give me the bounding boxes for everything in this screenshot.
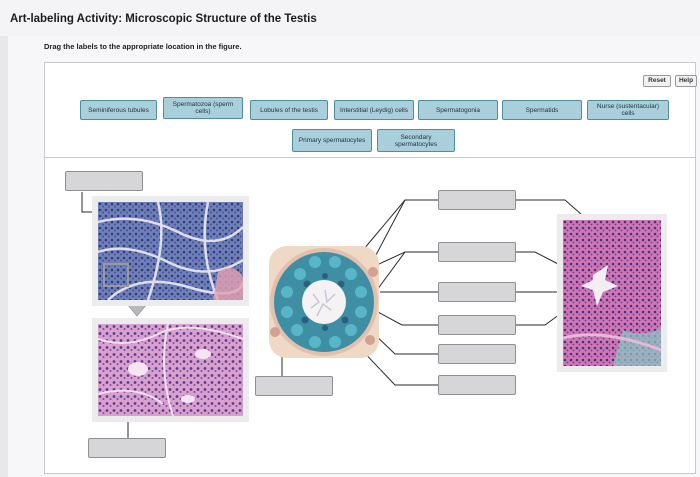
reset-button[interactable]: Reset xyxy=(643,75,671,87)
drop-target-9[interactable] xyxy=(438,375,516,395)
label-lobules-of-testis[interactable]: Lobules of the testis xyxy=(250,100,328,120)
label-interstitial-cells[interactable]: Interstitial (Leydig) cells xyxy=(334,100,414,120)
label-spermatogonia[interactable]: Spermatogonia xyxy=(418,100,498,120)
drop-target-5[interactable] xyxy=(438,242,516,262)
label-spermatozoa[interactable]: Spermatozoa (sperm cells) xyxy=(163,97,243,119)
label-secondary-spermatocytes[interactable]: Secondary spermatocytes xyxy=(377,129,455,152)
drop-target-7[interactable] xyxy=(438,315,516,335)
page-title: Art-labeling Activity: Microscopic Struc… xyxy=(10,13,317,25)
micrograph-tubule-wall xyxy=(557,214,667,372)
top-bar xyxy=(0,0,700,36)
label-primary-spermatocytes[interactable]: Primary spermatocytes xyxy=(292,129,372,152)
tubule-cross-section xyxy=(265,242,383,362)
drop-target-6[interactable] xyxy=(438,282,516,302)
label-seminiferous-tubules[interactable]: Seminiferous tubules xyxy=(80,100,157,120)
drop-target-3[interactable] xyxy=(255,376,333,396)
drop-target-4[interactable] xyxy=(438,190,516,210)
micrograph-tubules-low-mag xyxy=(92,196,249,306)
drop-target-2[interactable] xyxy=(88,438,166,458)
label-bank xyxy=(44,62,696,158)
instructions-text: Drag the labels to the appropriate locat… xyxy=(44,42,242,51)
label-nurse-cells[interactable]: Nurse (sustentacular) cells xyxy=(587,100,669,120)
help-button[interactable]: Help xyxy=(675,75,697,87)
drop-target-1[interactable] xyxy=(65,171,143,191)
drop-target-8[interactable] xyxy=(438,344,516,364)
micrograph-tubules-high-mag xyxy=(92,318,249,422)
label-spermatids[interactable]: Spermatids xyxy=(502,100,582,120)
